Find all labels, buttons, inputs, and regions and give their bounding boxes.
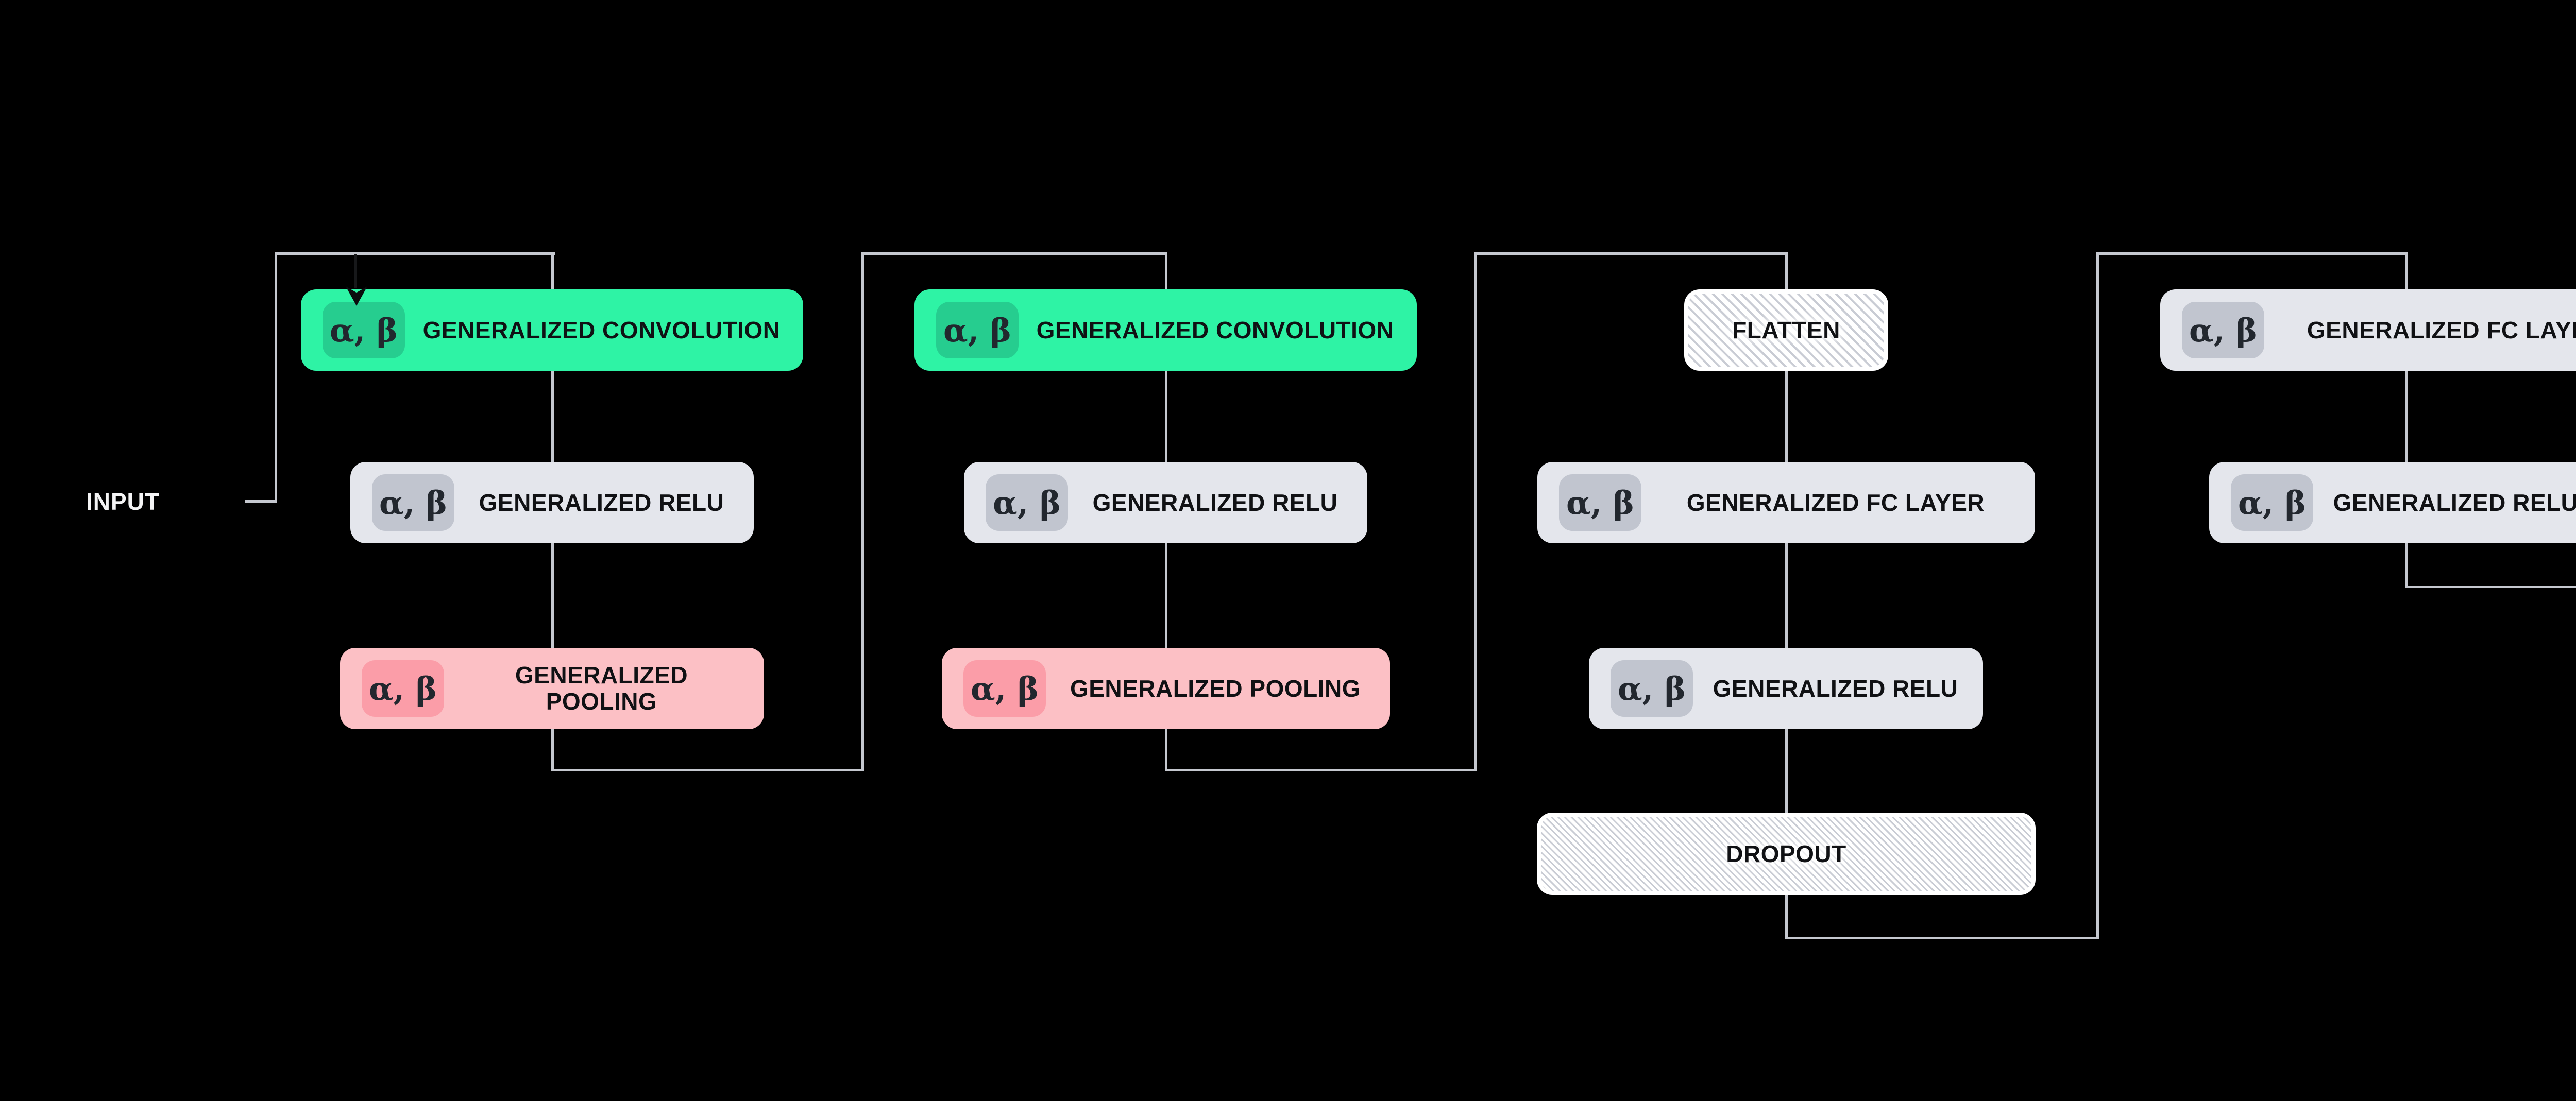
alpha-beta-badge: α, β bbox=[2231, 474, 2313, 531]
alpha-beta-badge: α, β bbox=[372, 474, 454, 531]
node-label: DROPOUT bbox=[1726, 840, 1846, 867]
node-label: GENERALIZED POOLING bbox=[1070, 675, 1361, 702]
node-label: GENERALIZED CONVOLUTION bbox=[1036, 316, 1394, 343]
col4-spine bbox=[2405, 252, 2408, 588]
col2-top-rail bbox=[861, 252, 1167, 255]
col4-bottom-connector bbox=[2405, 586, 2576, 588]
col2-left-rail bbox=[861, 252, 864, 771]
node-label: GENERALIZED POOLING bbox=[515, 662, 688, 715]
node-generalized-convolution-2: α, β GENERALIZED CONVOLUTION bbox=[914, 289, 1417, 371]
alpha-beta-badge: α, β bbox=[323, 302, 405, 358]
node-dropout: DROPOUT bbox=[1537, 813, 2036, 895]
alpha-beta-badge: α, β bbox=[936, 302, 1019, 358]
alpha-beta-badge: α, β bbox=[362, 660, 444, 717]
alpha-beta-badge: α, β bbox=[1611, 660, 1693, 717]
node-label: GENERALIZED RELU bbox=[479, 489, 724, 516]
node-flatten: FLATTEN bbox=[1684, 289, 1888, 371]
node-label: GENERALIZED FC LAYER bbox=[1686, 489, 1985, 516]
col3-left-rail bbox=[1474, 252, 1477, 771]
col1-left-rail bbox=[275, 252, 277, 503]
node-generalized-relu-1: α, β GENERALIZED RELU bbox=[350, 462, 754, 543]
col4-top-rail bbox=[2096, 252, 2408, 255]
node-generalized-fc-layer-2: α, β GENERALIZED FC LAYER bbox=[2160, 289, 2576, 371]
alpha-beta-badge: α, β bbox=[986, 474, 1068, 531]
node-label: GENERALIZED RELU bbox=[1713, 675, 1958, 702]
node-generalized-pooling-2: α, β GENERALIZED POOLING bbox=[942, 648, 1390, 729]
node-label: GENERALIZED RELU bbox=[2333, 489, 2576, 516]
input-label: INPUT bbox=[86, 488, 160, 515]
col2-bottom-connector bbox=[1165, 769, 1477, 771]
col3-top-rail bbox=[1474, 252, 1788, 255]
node-generalized-relu-2: α, β GENERALIZED RELU bbox=[964, 462, 1367, 543]
node-label: GENERALIZED CONVOLUTION bbox=[422, 316, 781, 343]
input-arrow-stem bbox=[354, 254, 357, 288]
alpha-beta-badge: α, β bbox=[2182, 302, 2264, 358]
col3-spine bbox=[1785, 252, 1788, 939]
col1-top-rail bbox=[275, 252, 555, 255]
col1-bottom-connector bbox=[551, 769, 864, 771]
alpha-beta-badge: α, β bbox=[1559, 474, 1641, 531]
col4-left-rail bbox=[2096, 252, 2099, 939]
node-label: GENERALIZED FC LAYER bbox=[2307, 316, 2576, 343]
node-label: FLATTEN bbox=[1732, 316, 1840, 343]
node-generalized-relu-3: α, β GENERALIZED RELU bbox=[1589, 648, 1983, 729]
node-generalized-convolution-1: α, β GENERALIZED CONVOLUTION bbox=[301, 289, 803, 371]
node-generalized-fc-layer-1: α, β GENERALIZED FC LAYER bbox=[1537, 462, 2035, 543]
alpha-beta-badge: α, β bbox=[963, 660, 1046, 717]
node-generalized-relu-4: α, β GENERALIZED RELU bbox=[2209, 462, 2576, 543]
col3-bottom-connector bbox=[1785, 937, 2099, 939]
input-connector-line bbox=[245, 500, 277, 503]
node-generalized-pooling-1: α, β GENERALIZED POOLING bbox=[340, 648, 764, 729]
node-label: GENERALIZED RELU bbox=[1092, 489, 1338, 516]
